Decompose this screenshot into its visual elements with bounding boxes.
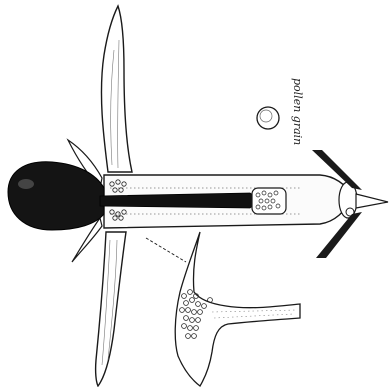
central-style xyxy=(100,193,260,208)
upper-petal-wing xyxy=(101,6,132,172)
pollen-grain-label: pollen grain xyxy=(291,78,304,145)
detail-leader-line xyxy=(146,238,186,262)
tip-point xyxy=(356,194,388,208)
lower-petal-wing xyxy=(96,232,126,386)
anther-mass xyxy=(252,188,286,214)
detail-enlargement xyxy=(175,232,300,386)
ovary-highlight xyxy=(18,179,34,189)
